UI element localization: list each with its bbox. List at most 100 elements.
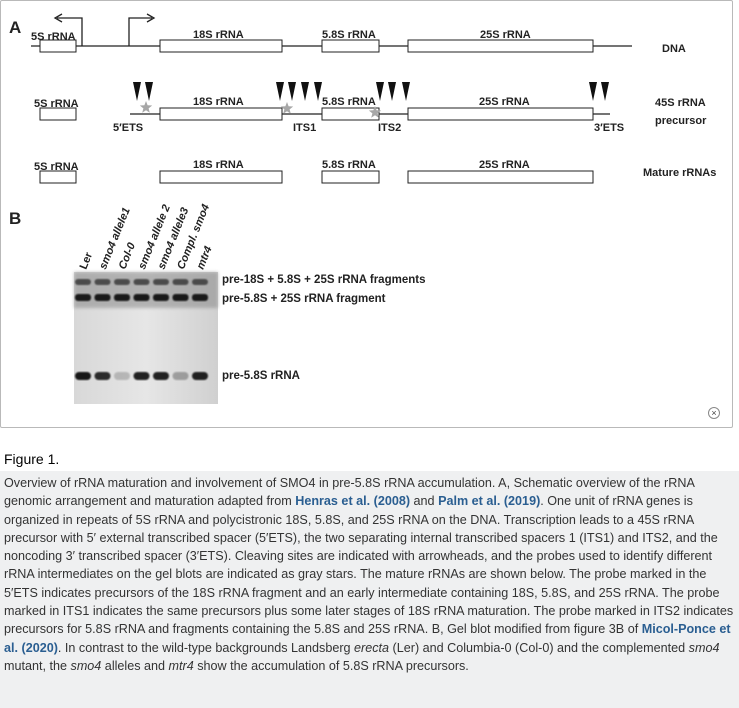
figure-diagram: A B 5S rRNA 18S rRNA 5.8S rRNA 25S rRNA … xyxy=(9,13,716,404)
arrowhead-icon xyxy=(402,82,410,101)
band-label-middle: pre-5.8S + 25S rRNA fragment xyxy=(222,293,386,305)
close-button[interactable]: × xyxy=(708,407,720,419)
gel-band-top xyxy=(94,279,111,285)
ets3-label: 3′ETS xyxy=(594,122,624,134)
arrowhead-icon xyxy=(589,82,597,101)
its1-label: ITS1 xyxy=(293,122,316,134)
caption-part: (Ler) and Columbia-0 (Col-0) and the com… xyxy=(389,640,689,655)
caption-background xyxy=(0,471,739,708)
gel-band-top xyxy=(192,279,208,285)
its2-label: ITS2 xyxy=(378,122,401,134)
gel-band-middle xyxy=(133,294,150,301)
gel-band-bottom xyxy=(114,372,130,380)
gel-band-top xyxy=(172,279,189,285)
caption-part: show the accumulation of 5.8S rRNA precu… xyxy=(193,658,469,673)
cleavage-arrowheads xyxy=(133,82,609,101)
gel-band-top xyxy=(75,279,91,285)
mat-58s-box xyxy=(321,170,380,184)
dna-row: 5S rRNA 18S rRNA 5.8S rRNA 25S rRNA DNA xyxy=(31,13,686,55)
caption-italic: mtr4 xyxy=(168,658,194,673)
arrow-right-head-icon xyxy=(146,13,156,23)
arrow-right-icon xyxy=(128,17,152,46)
gel-band-middle xyxy=(192,294,208,301)
arrowhead-icon xyxy=(388,82,396,101)
pre-25s-label: 25S rRNA xyxy=(479,96,530,108)
gel-band-bottom xyxy=(94,372,111,380)
probe-stars xyxy=(139,101,382,118)
arrow-left-icon xyxy=(57,17,83,46)
figure-caption-title: Figure 1. xyxy=(4,451,60,467)
pre-18s-box xyxy=(159,107,283,121)
caption-part: mutant, the xyxy=(4,658,71,673)
dna-18s-box xyxy=(159,39,283,53)
star-icon xyxy=(368,106,382,118)
gel-bands xyxy=(75,279,208,380)
dna-25s-box xyxy=(407,39,594,53)
gel-band-top xyxy=(153,279,169,285)
caption-italic: smo4 xyxy=(688,640,720,655)
gel-band-middle xyxy=(172,294,189,301)
pre-58s-label: 5.8S rRNA xyxy=(322,96,376,108)
arrow-left-head-icon xyxy=(53,13,63,23)
mature-row: 5S rRNA 18S rRNA 5.8S rRNA 25S rRNA Matu… xyxy=(34,159,716,184)
arrowhead-icon xyxy=(133,82,141,101)
mat-25s-label: 25S rRNA xyxy=(479,159,530,171)
pre-5s-label: 5S rRNA xyxy=(34,98,79,110)
reference-link-henras[interactable]: Henras et al. (2008) xyxy=(295,494,411,509)
precursor-row-label-2: precursor xyxy=(655,115,707,127)
caption-italic: smo4 xyxy=(70,658,102,673)
star-icon xyxy=(139,101,153,113)
dna-18s-label: 18S rRNA xyxy=(193,29,244,41)
band-label-top: pre-18S + 5.8S + 25S rRNA fragments xyxy=(222,274,425,286)
panel-a-label: A xyxy=(9,18,21,37)
arrowhead-icon xyxy=(601,82,609,101)
gel-band-bottom xyxy=(192,372,208,380)
dna-row-label: DNA xyxy=(662,43,686,55)
caption-part: Overview of rRNA maturation and involvem… xyxy=(4,476,695,509)
reference-link-micol-ponce[interactable]: Micol-Ponce et al. (2020) xyxy=(4,622,731,655)
gel-band-middle xyxy=(75,294,91,301)
mat-18s-box xyxy=(159,170,283,184)
band-label-bottom: pre-5.8S rRNA xyxy=(222,370,300,382)
caption-part: and xyxy=(410,494,439,509)
dna-58s-label: 5.8S rRNA xyxy=(322,29,376,41)
arrowhead-icon xyxy=(145,82,153,101)
figure-caption-text: Overview of rRNA maturation and involvem… xyxy=(4,474,736,675)
gel-band-top xyxy=(133,279,150,285)
panel-b-label: B xyxy=(9,209,21,228)
caption-part: . In contrast to the wild-type backgroun… xyxy=(57,640,355,655)
gel-band-middle xyxy=(94,294,111,301)
pre-18s-label: 18S rRNA xyxy=(193,96,244,108)
mat-25s-box xyxy=(407,170,594,184)
arrowhead-icon xyxy=(314,82,322,101)
pre-5s-box xyxy=(39,107,77,121)
caption-italic: erecta xyxy=(354,640,390,655)
arrowhead-icon xyxy=(376,82,384,101)
dna-5s-label: 5S rRNA xyxy=(31,31,76,43)
gel-band-top xyxy=(114,279,130,285)
mat-5s-box xyxy=(39,170,77,184)
dna-25s-label: 25S rRNA xyxy=(480,29,531,41)
mature-row-label: Mature rRNAs xyxy=(643,167,716,179)
pre-25s-box xyxy=(407,107,594,121)
dna-58s-box xyxy=(321,39,380,53)
gel-band-middle xyxy=(114,294,130,301)
mat-58s-label: 5.8S rRNA xyxy=(322,159,376,171)
arrowhead-icon xyxy=(288,82,296,101)
star-icon xyxy=(280,102,294,114)
gel-band-bottom xyxy=(133,372,150,380)
reference-link-palm[interactable]: Palm et al. (2019) xyxy=(438,494,541,509)
caption-part: . One unit of rRNA genes is organized in… xyxy=(4,494,734,637)
mat-5s-label: 5S rRNA xyxy=(34,161,79,173)
dna-5s-box xyxy=(39,39,77,53)
gel-blot xyxy=(74,272,218,404)
lane-label: Ler xyxy=(78,250,96,271)
gel-band-bottom xyxy=(172,372,189,380)
band-labels: pre-18S + 5.8S + 25S rRNA fragments pre-… xyxy=(222,274,425,382)
arrowhead-icon xyxy=(276,82,284,101)
gel-band-middle xyxy=(153,294,169,301)
ets5-label: 5′ETS xyxy=(113,122,143,134)
arrowhead-icon xyxy=(301,82,309,101)
pre-58s-box xyxy=(321,107,380,121)
mat-18s-label: 18S rRNA xyxy=(193,159,244,171)
